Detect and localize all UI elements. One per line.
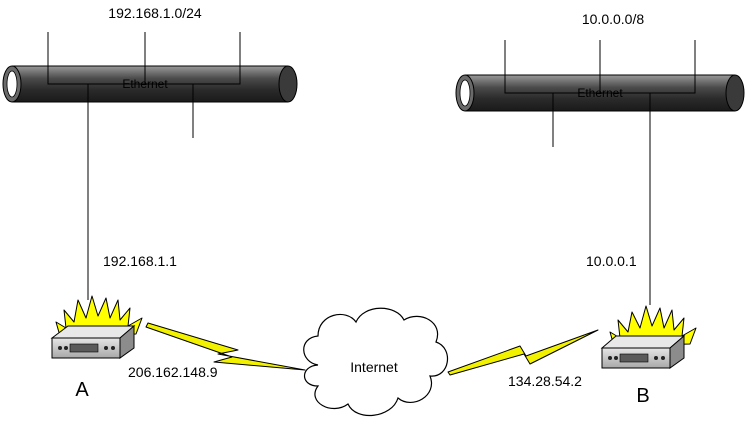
router-a-wan-ip: 206.162.148.9 — [128, 364, 218, 380]
router-b-label: B — [636, 385, 649, 407]
right-bus-end-right — [725, 74, 745, 112]
firewall-router-icon — [600, 305, 697, 369]
right-ethernet-segment: 10.0.0.0/8 Ethernet — [455, 11, 745, 305]
router-a: 192.168.1.1 206.162.148.9 A — [50, 253, 218, 401]
right-subnet-label: 10.0.0.0/8 — [582, 11, 644, 27]
router-b-wan-ip: 134.28.54.2 — [508, 373, 582, 389]
lightning-bolt-icon — [447, 329, 599, 376]
left-subnet-label: 192.168.1.0/24 — [108, 5, 202, 21]
right-ethernet-label: Ethernet — [577, 86, 623, 100]
lightning-bolt-icon — [145, 322, 306, 371]
firewall-router-icon — [50, 295, 143, 359]
router-b: 10.0.0.1 134.28.54.2 B — [508, 253, 697, 407]
router-a-label: A — [75, 379, 89, 401]
router-a-lan-ip: 192.168.1.1 — [103, 253, 177, 269]
left-ethernet-segment: 192.168.1.0/24 Ethernet — [2, 5, 298, 300]
left-bus-taps — [47, 32, 241, 85]
cloud-icon — [303, 307, 449, 417]
left-bus-end-right — [278, 65, 298, 103]
internet-cloud: Internet — [303, 307, 449, 417]
router-b-lan-ip: 10.0.0.1 — [586, 253, 637, 269]
left-ethernet-label: Ethernet — [122, 77, 168, 91]
cloud-label: Internet — [350, 359, 398, 375]
